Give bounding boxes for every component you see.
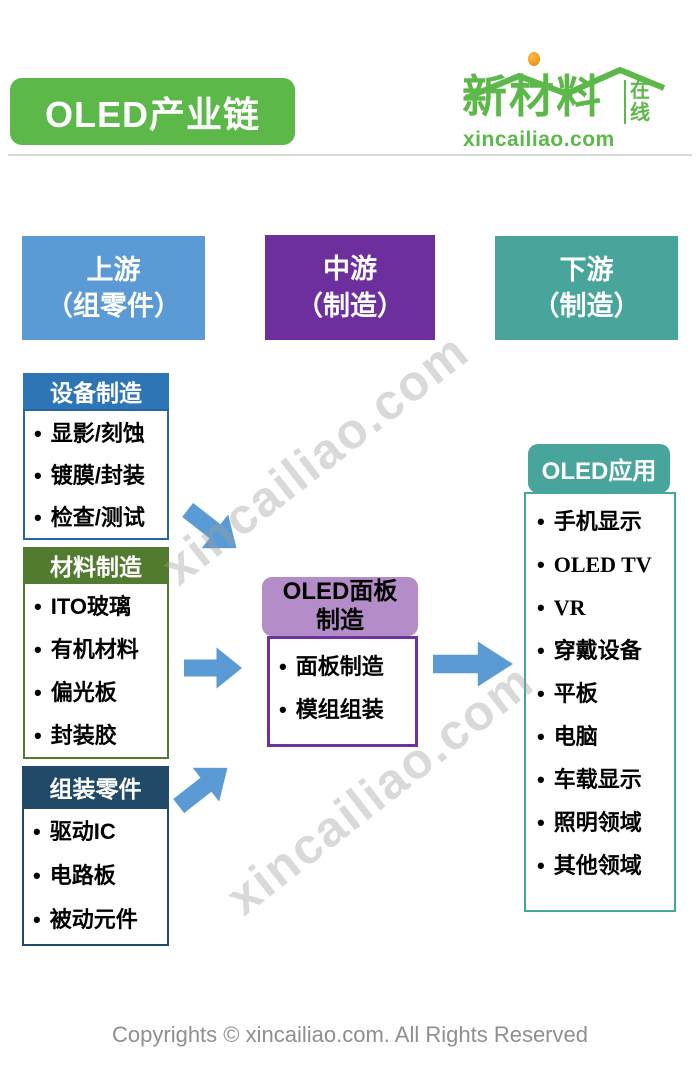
bullet-icon: • bbox=[34, 723, 42, 748]
panel-box: • 面板制造 • 模组组装 bbox=[267, 636, 418, 747]
equipment-box-title: 设备制造 bbox=[23, 373, 169, 409]
list-item-label: 照明领域 bbox=[553, 810, 642, 835]
bullet-icon: • bbox=[537, 509, 545, 534]
arrow-materials-to-panel-icon bbox=[184, 646, 242, 690]
bullet-icon: • bbox=[34, 594, 42, 619]
xincailiao-logo: 新材料 在 线 xincailiao.com bbox=[462, 48, 680, 154]
copyright-text: Copyrights © xincailiao.com. All Rights … bbox=[112, 1022, 588, 1047]
assembly-box-title: 组装零件 bbox=[22, 766, 169, 807]
list-item: • 检查/测试 bbox=[34, 507, 163, 529]
bullet-icon: • bbox=[34, 505, 42, 530]
logo-roof-icon bbox=[464, 66, 666, 100]
stage-upstream: 上游 （组零件） bbox=[22, 236, 205, 340]
bullet-icon: • bbox=[279, 654, 287, 679]
list-item: • 电脑 bbox=[537, 726, 670, 748]
logo-domain-text: xincailiao.com bbox=[463, 128, 615, 151]
bullet-icon: • bbox=[33, 863, 41, 888]
assembly-box: • 驱动IC • 电路板 • 被动元件 bbox=[22, 807, 169, 946]
bullet-icon: • bbox=[537, 767, 545, 792]
list-item-label: 镀膜/封装 bbox=[50, 463, 145, 488]
applications-box: • 手机显示 • OLED TV • VR • 穿戴设备 • 平板 • 电脑 • 车载显示 •… bbox=[524, 492, 676, 912]
logo-suffix-text: 在 线 bbox=[624, 80, 650, 124]
bullet-icon: • bbox=[34, 637, 42, 662]
header-divider bbox=[8, 154, 692, 156]
stage-midstream-line2: （制造） bbox=[296, 290, 404, 321]
list-item-label: VR bbox=[553, 595, 586, 620]
stage-downstream-line1: 下游 bbox=[559, 254, 614, 285]
materials-box-title: 材料制造 bbox=[23, 547, 169, 582]
list-item-label: OLED TV bbox=[553, 552, 652, 577]
list-item: • 封装胶 bbox=[34, 725, 163, 747]
list-item: • 驱动IC bbox=[33, 821, 163, 843]
list-item: • 模组组装 bbox=[279, 699, 411, 721]
page-title: OLED产业链 bbox=[10, 78, 295, 145]
list-item-label: 有机材料 bbox=[50, 637, 139, 662]
list-item: • 车载显示 bbox=[537, 769, 670, 791]
bullet-icon: • bbox=[34, 680, 42, 705]
materials-box: • ITO玻璃 • 有机材料 • 偏光板 • 封装胶 bbox=[23, 582, 169, 759]
bullet-icon: • bbox=[537, 595, 545, 620]
list-item: • VR bbox=[537, 597, 670, 619]
list-item: • 面板制造 bbox=[279, 656, 411, 678]
bullet-icon: • bbox=[537, 853, 545, 878]
arrow-assembly-to-panel-icon bbox=[164, 750, 241, 824]
logo-suffix-bottom: 线 bbox=[630, 102, 650, 124]
bullet-icon: • bbox=[537, 552, 545, 577]
list-item: • 其他领域 bbox=[537, 855, 670, 877]
bullet-icon: • bbox=[34, 421, 42, 446]
panel-box-title-line2: 制造 bbox=[316, 606, 364, 634]
bullet-icon: • bbox=[33, 819, 41, 844]
bullet-icon: • bbox=[34, 463, 42, 488]
list-item-label: 被动元件 bbox=[49, 907, 138, 932]
bullet-icon: • bbox=[537, 638, 545, 663]
logo-sun-icon bbox=[528, 52, 540, 66]
stage-upstream-line1: 上游 bbox=[86, 254, 141, 285]
list-item: • 穿戴设备 bbox=[537, 640, 670, 662]
stage-midstream-line1: 中游 bbox=[323, 254, 377, 285]
list-item-label: 手机显示 bbox=[553, 509, 642, 534]
list-item-label: 面板制造 bbox=[295, 654, 384, 679]
list-item: • 照明领域 bbox=[537, 812, 670, 834]
arrow-equipment-to-panel-icon bbox=[173, 492, 250, 566]
bullet-icon: • bbox=[279, 697, 287, 722]
panel-box-title: OLED面板 制造 bbox=[262, 577, 418, 636]
bullet-icon: • bbox=[33, 907, 41, 932]
list-item-label: 电路板 bbox=[49, 863, 116, 888]
list-item: • 镀膜/封装 bbox=[34, 465, 163, 487]
list-item: • 偏光板 bbox=[34, 682, 163, 704]
list-item-label: 检查/测试 bbox=[50, 505, 145, 530]
list-item: • 被动元件 bbox=[33, 909, 163, 931]
list-item-label: 平板 bbox=[553, 681, 598, 706]
arrow-panel-to-applications-icon bbox=[433, 640, 513, 688]
list-item-label: 偏光板 bbox=[50, 680, 117, 705]
list-item-label: 车载显示 bbox=[553, 767, 642, 792]
list-item-label: 封装胶 bbox=[50, 723, 117, 748]
list-item-label: 其他领域 bbox=[553, 853, 642, 878]
applications-box-title: OLED应用 bbox=[528, 444, 670, 493]
list-item: • 显影/刻蚀 bbox=[34, 423, 163, 445]
list-item-label: 电脑 bbox=[553, 724, 598, 749]
logo-brand-text: 新材料 bbox=[462, 71, 604, 122]
list-item-label: 驱动IC bbox=[49, 819, 116, 844]
stage-midstream: 中游 （制造） bbox=[265, 235, 435, 340]
bullet-icon: • bbox=[537, 681, 545, 706]
bullet-icon: • bbox=[537, 810, 545, 835]
logo-suffix-top: 在 bbox=[630, 80, 650, 102]
bullet-icon: • bbox=[537, 724, 545, 749]
list-item-label: 穿戴设备 bbox=[553, 638, 642, 663]
list-item-label: 模组组装 bbox=[295, 697, 384, 722]
panel-box-title-line1: OLED面板 bbox=[282, 577, 398, 605]
equipment-box: • 显影/刻蚀 • 镀膜/封装 • 检查/测试 bbox=[23, 409, 169, 540]
list-item: • 手机显示 bbox=[537, 511, 670, 533]
list-item: • 电路板 bbox=[33, 865, 163, 887]
list-item-label: 显影/刻蚀 bbox=[50, 421, 145, 446]
stage-downstream-line2: （制造） bbox=[532, 291, 641, 321]
stage-downstream: 下游 （制造） bbox=[495, 236, 678, 340]
stage-upstream-line2: （组零件） bbox=[46, 291, 181, 321]
list-item: • 有机材料 bbox=[34, 639, 163, 661]
list-item: • OLED TV bbox=[537, 554, 670, 576]
list-item-label: ITO玻璃 bbox=[50, 594, 131, 619]
list-item: • 平板 bbox=[537, 683, 670, 705]
list-item: • ITO玻璃 bbox=[34, 596, 163, 618]
